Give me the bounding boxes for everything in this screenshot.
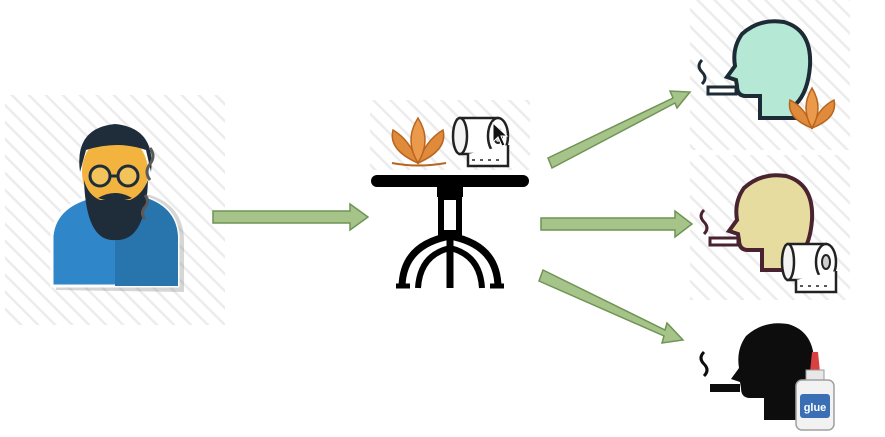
mouse-cursor-icon xyxy=(492,121,509,147)
arrow-table-to-output-2 xyxy=(540,209,694,239)
arrow-source-to-table xyxy=(212,202,370,232)
glue-label: glue xyxy=(804,402,827,414)
arrow-table-to-output-1 xyxy=(547,90,692,170)
arrow-table-to-output-3 xyxy=(538,268,685,344)
smoking-head-black-icon xyxy=(699,323,815,420)
tobacco-leaves-icon xyxy=(391,116,447,167)
bearded-man-with-glasses-icon xyxy=(50,124,184,292)
table-icon xyxy=(371,175,529,289)
smoking-head-green-icon xyxy=(697,19,813,120)
output-2-ingredient xyxy=(780,242,838,294)
glue-bottle-icon: glue xyxy=(795,352,835,431)
output-1-ingredient xyxy=(788,86,836,130)
